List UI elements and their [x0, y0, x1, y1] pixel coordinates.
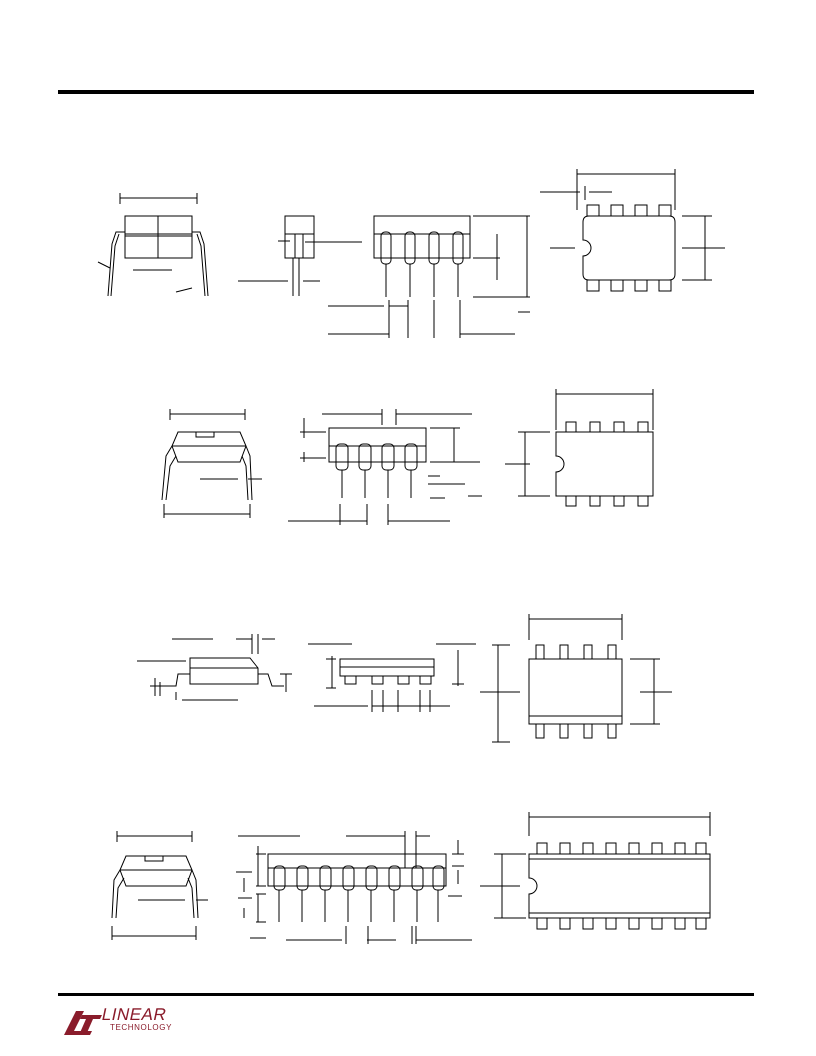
footer-rule [58, 993, 754, 996]
brand-name: LINEAR [99, 1005, 169, 1024]
linear-logo-icon [64, 1011, 102, 1035]
row2-top-view [505, 389, 654, 507]
brand-wordmark: LINEAR TECHNOLOGY [99, 1005, 173, 1032]
row1-front-leads [380, 231, 464, 297]
row3-top-view [480, 614, 672, 743]
package-row-3 [137, 614, 672, 743]
row1-end-view [97, 193, 209, 297]
row2-top-pins [565, 421, 649, 507]
row1-side-detail [238, 215, 362, 296]
package-row-4 [111, 812, 711, 944]
row4-front-leads [273, 865, 445, 922]
row4-front-view [236, 831, 472, 944]
package-row-2 [161, 389, 654, 525]
row2-front-leads [335, 443, 418, 498]
row1-front-view [328, 215, 530, 338]
brand-subtitle: TECHNOLOGY [110, 1023, 173, 1032]
row4-end-view [111, 831, 208, 940]
row4-top-pins [536, 842, 707, 930]
row1-top-view [540, 169, 725, 292]
header-rule [58, 90, 754, 94]
row3-top-pins [535, 644, 617, 739]
row1-top-pins [586, 204, 672, 292]
row3-front-view [308, 643, 476, 712]
row2-front-view [288, 409, 482, 525]
package-row-1 [97, 169, 725, 338]
row3-side-view [137, 634, 292, 701]
row2-end-view [161, 409, 262, 518]
row3-front-leads [344, 675, 432, 685]
row4-top-view [480, 812, 711, 930]
